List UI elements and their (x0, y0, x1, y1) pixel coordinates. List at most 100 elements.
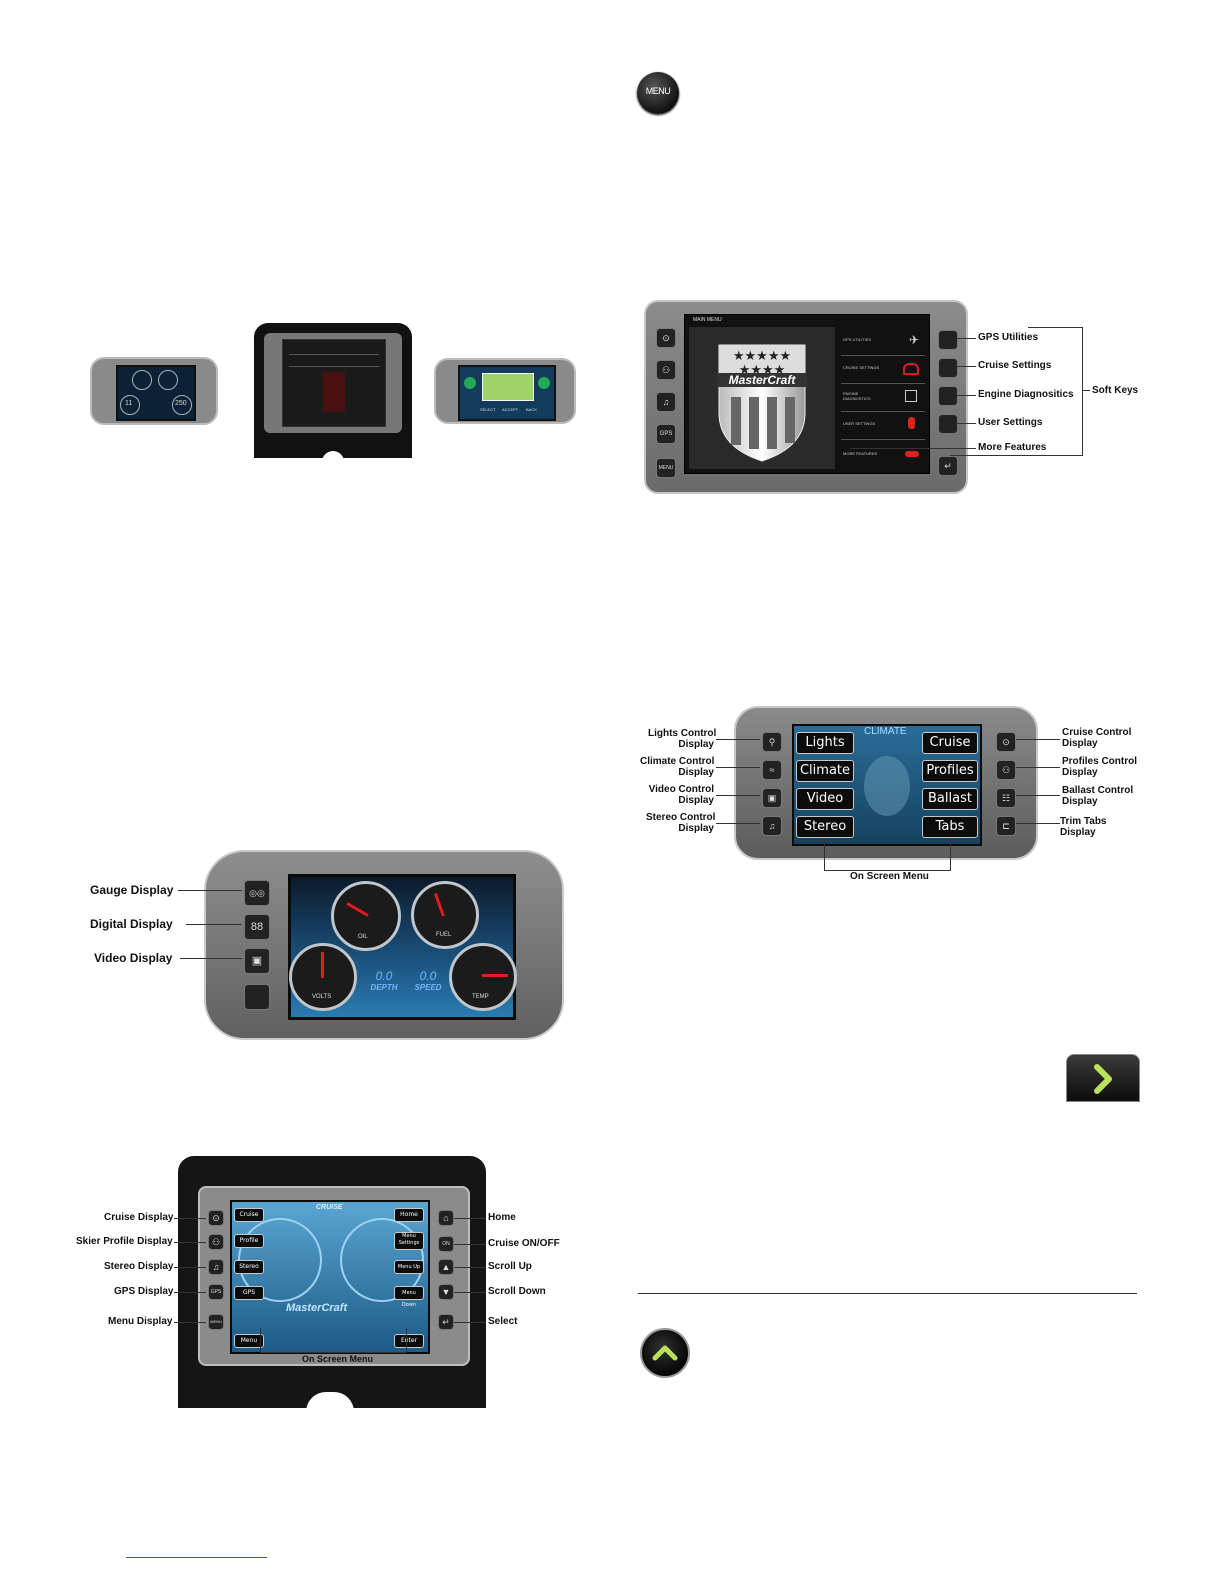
temp-gauge: TEMP (449, 943, 517, 1011)
profile-key-icon: ⚇ (656, 360, 676, 380)
volts-gauge: VOLTS (289, 943, 357, 1011)
climate-btn-climate[interactable]: Climate (796, 760, 854, 782)
oil-gauge: OIL (331, 881, 401, 951)
cruise-screen-menu-up[interactable]: Menu Up (394, 1260, 424, 1274)
user-icon (908, 417, 915, 429)
cruise-screen-gps[interactable]: GPS (234, 1286, 264, 1300)
cruise-screen-enter[interactable]: Enter (394, 1334, 424, 1348)
cruise-screen-profile[interactable]: Profile (234, 1234, 264, 1248)
profiles-key-icon: ⚇ (996, 760, 1016, 780)
label-on-screen-menu-cruise: On Screen Menu (302, 1354, 374, 1364)
climate-key-icon: ≈ (762, 760, 782, 780)
cruise-title: CRUISE (316, 1204, 343, 1211)
climate-title: CLIMATE (864, 726, 907, 737)
climate-btn-cruise[interactable]: Cruise (922, 732, 978, 754)
video-key-icon: ▣ (762, 788, 782, 808)
stereo-key-icon: ♫ (762, 816, 782, 836)
main-menu-header: MAIN MENU (693, 317, 722, 323)
cruise-screen-cruise[interactable]: Cruise (234, 1208, 264, 1222)
label-on-screen-menu-climate: On Screen Menu (850, 871, 929, 882)
speed-readout: 0.0 SPEED (414, 969, 442, 992)
screen-user-settings: USER SETTINGS (843, 421, 876, 426)
home-key-icon: ⌂ (438, 1210, 454, 1226)
footer-rule (126, 1557, 267, 1558)
chevron-up-icon[interactable] (640, 1328, 690, 1378)
main-menu-display: ⊙ ⚇ ♫ GPS MENU MAIN MENU ★★★★★ ★★★★ Mast… (640, 300, 1140, 498)
label-cruise-settings: Cruise Settings (978, 360, 1052, 371)
scroll-down-key-icon: ▼ (438, 1284, 454, 1300)
climate-display: CLIMATE Lights Climate Video Stereo Crui… (640, 700, 1140, 886)
cruise-screen-home[interactable]: Home (394, 1208, 424, 1222)
section-divider (638, 1293, 1137, 1294)
lights-key-icon: ⚲ (762, 732, 782, 752)
climate-btn-profiles[interactable]: Profiles (922, 760, 978, 782)
cruise-screen-menu[interactable]: Menu (234, 1334, 264, 1348)
screen-engine-diagnostics: ENGINE DIAGNOSTICS (843, 391, 871, 401)
chevron-right-icon[interactable] (1066, 1054, 1140, 1102)
cruise-key-icon: ⊙ (208, 1210, 224, 1226)
soft-key-4 (938, 414, 958, 434)
thumbnail-small-left: 11 250 (90, 357, 218, 425)
climate-btn-ballast[interactable]: Ballast (922, 788, 978, 810)
soft-key-3 (938, 386, 958, 406)
stereo-key-icon: ♫ (656, 392, 676, 412)
gauge-screen: OIL FUEL VOLTS TEMP 0.0 DEPTH 0.0 SPEED (288, 874, 517, 1020)
climate-btn-tabs[interactable]: Tabs (922, 816, 978, 838)
label-scroll-down: Scroll Down (488, 1286, 546, 1297)
soft-key-2 (938, 358, 958, 378)
label-gps-display: GPS Display (114, 1286, 174, 1297)
video-key-icon: ▣ (244, 948, 270, 974)
thumb-select: SELECT (480, 407, 496, 412)
label-engine-diagnostics: Engine Diagnositics (978, 389, 1074, 400)
select-key-icon: ↵ (938, 456, 958, 476)
label-soft-keys: Soft Keys (1092, 385, 1139, 396)
climate-btn-video[interactable]: Video (796, 788, 854, 810)
label-scroll-up: Scroll Up (488, 1261, 532, 1272)
climate-btn-lights[interactable]: Lights (796, 732, 854, 754)
cruise-key-icon: ⊙ (996, 732, 1016, 752)
gps-key-icon: GPS (656, 424, 676, 444)
select-key-icon: ↵ (438, 1314, 454, 1330)
label-gps-utilities: GPS Utilities (978, 332, 1039, 343)
thumb-value-2: 250 (175, 400, 187, 407)
blank-key (244, 984, 270, 1010)
label-more-features: More Features (978, 442, 1047, 453)
thumbnail-small-right: SELECT ACCEPT BACK (434, 358, 576, 424)
thumb-accept: ACCEPT (502, 407, 519, 412)
screen-more-features: MORE FEATURES (843, 451, 878, 456)
main-menu-brand: MasterCraft (717, 373, 807, 387)
mastercraft-shield-logo: ★★★★★ ★★★★ (718, 344, 806, 462)
label-skier-profile-display: Skier Profile Display (76, 1236, 173, 1247)
cruise-screen-stereo[interactable]: Stereo (234, 1260, 264, 1274)
menu-button-label: MENU (645, 86, 671, 96)
label-digital-display: Digital Display (90, 917, 173, 931)
climate-btn-stereo[interactable]: Stereo (796, 816, 854, 838)
gauge-display: OIL FUEL VOLTS TEMP 0.0 DEPTH 0.0 SPEED … (86, 850, 566, 1040)
depth-readout: 0.0 DEPTH (370, 969, 398, 992)
main-menu-screen: MAIN MENU ★★★★★ ★★★★ MasterCraft GPS UTI… (684, 314, 930, 474)
cruise-brand: MasterCraft (286, 1302, 348, 1314)
scroll-up-key-icon: ▲ (438, 1259, 454, 1275)
cruise-screen-menu-settings[interactable]: Menu Settings (394, 1232, 424, 1250)
cruise-display: CRUISE MasterCraft Cruise Profile Stereo… (70, 1156, 570, 1412)
label-gauge-display: Gauge Display (90, 883, 174, 897)
cruise-screen-menu-down[interactable]: Menu Down (394, 1286, 424, 1308)
thumb-back: BACK (526, 407, 537, 412)
label-stereo-display: Stereo Display (104, 1261, 174, 1272)
svg-text:★★★★★: ★★★★★ (733, 349, 791, 364)
cruise-key-icon: ⊙ (656, 328, 676, 348)
label-menu-display: Menu Display (108, 1316, 173, 1327)
screen-gps-utilities: GPS UTILITIES (843, 337, 872, 342)
soft-key-1 (938, 330, 958, 350)
engine-icon (905, 390, 917, 402)
thumbnail-tall-center (254, 323, 412, 463)
label-select: Select (488, 1316, 518, 1327)
ballast-key-icon: ☷ (996, 788, 1016, 808)
